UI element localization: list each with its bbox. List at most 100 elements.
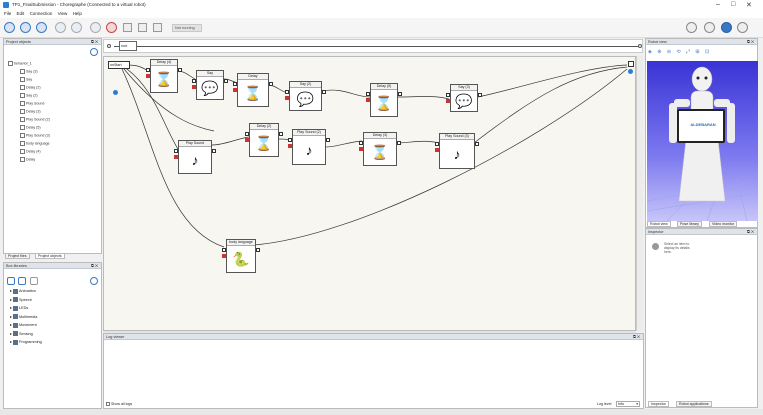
input-port[interactable]: [245, 132, 249, 136]
stop-port[interactable]: [285, 96, 289, 100]
output-port[interactable]: [212, 149, 216, 153]
menu-view[interactable]: View: [57, 11, 68, 16]
breadcrumb-root[interactable]: root: [119, 41, 137, 51]
expand-icon[interactable]: ▸: [10, 323, 13, 327]
tree-item-box[interactable]: Say (2): [20, 93, 38, 98]
menu-connection[interactable]: Connection: [29, 11, 53, 16]
input-port[interactable]: [366, 92, 370, 96]
show-all-logs-checkbox[interactable]: Show all logs: [106, 402, 132, 407]
tree-item-box[interactable]: Delay: [20, 157, 35, 162]
library-item[interactable]: ▸ LEDs: [10, 305, 28, 311]
output-port[interactable]: [256, 248, 260, 252]
input-port[interactable]: [192, 79, 196, 83]
canvas-scrollbar[interactable]: [103, 331, 636, 333]
tree-item-box[interactable]: Play Sound (3): [20, 133, 50, 138]
undo-icon[interactable]: [55, 22, 66, 33]
stop-port[interactable]: [222, 254, 226, 258]
panel-close-icon[interactable]: ⧉ ✕: [90, 263, 98, 268]
redo-icon[interactable]: [71, 22, 82, 33]
output-port[interactable]: [224, 79, 228, 83]
box-say2[interactable]: Say (2)💬: [285, 81, 326, 111]
log-output[interactable]: [104, 341, 643, 401]
tab-inspector[interactable]: Inspector: [648, 401, 669, 407]
output-port[interactable]: [478, 93, 482, 97]
library-item[interactable]: ▸ Speech: [10, 297, 32, 302]
connect-icon[interactable]: [90, 22, 101, 33]
output-port[interactable]: [279, 132, 283, 136]
library-item[interactable]: ▸ Programming: [10, 339, 42, 345]
input-port[interactable]: [285, 90, 289, 94]
tab-project-objects[interactable]: Project objects: [35, 253, 65, 259]
stop-port[interactable]: [446, 99, 450, 103]
tree-item-box[interactable]: Say (3): [20, 69, 38, 74]
new-project-icon[interactable]: [4, 22, 15, 33]
stop-port[interactable]: [174, 155, 178, 159]
add-library-icon[interactable]: [90, 277, 98, 285]
tree-item-box[interactable]: Say: [20, 77, 32, 82]
box-bodylang[interactable]: body language🐍: [222, 239, 260, 273]
library-item[interactable]: ▸ Multimedia: [10, 314, 37, 319]
menu-edit[interactable]: Edit: [16, 11, 25, 16]
stop-port[interactable]: [435, 148, 439, 152]
debug-icon[interactable]: [153, 23, 162, 32]
output-port[interactable]: [322, 90, 326, 94]
stop-port[interactable]: [146, 74, 150, 78]
library-item[interactable]: ▸ Movement: [10, 322, 37, 328]
canvas-vertical-scrollbar[interactable]: [636, 56, 643, 331]
panel-close-icon[interactable]: ⧉ ✕: [90, 39, 98, 44]
expand-icon[interactable]: ▸: [10, 340, 13, 344]
stop-port[interactable]: [288, 144, 292, 148]
panel-close-icon[interactable]: ⧉ ✕: [632, 334, 640, 339]
close-button[interactable]: ✕: [746, 2, 752, 9]
expand-icon[interactable]: ▸: [10, 289, 13, 293]
box-playsound2[interactable]: Play Sound (2)♪: [288, 129, 330, 165]
library-item[interactable]: ▸ Sensing: [10, 331, 33, 336]
input-port[interactable]: [222, 248, 226, 252]
add-object-icon[interactable]: [90, 48, 98, 56]
box-delay4[interactable]: Delay (4)⌛: [146, 59, 182, 93]
robot-3d-view[interactable]: ALDEBARAN: [647, 61, 758, 221]
maximize-button[interactable]: □: [731, 1, 736, 8]
input-port[interactable]: [174, 149, 178, 153]
animation-mode-icon[interactable]: [737, 22, 748, 33]
input-port[interactable]: [288, 138, 292, 142]
autonomous-life-icon[interactable]: [721, 22, 732, 33]
tree-item-box[interactable]: Delay (3): [20, 109, 41, 114]
menu-file[interactable]: File: [4, 11, 12, 16]
input-port[interactable]: [146, 68, 150, 72]
add-output-icon[interactable]: [628, 69, 633, 74]
box-say[interactable]: Say💬: [192, 70, 228, 100]
output-port[interactable]: [475, 142, 479, 146]
stop-port[interactable]: [245, 138, 249, 142]
box-delay[interactable]: Delay⌛: [233, 73, 273, 107]
open-project-icon[interactable]: [20, 22, 31, 33]
input-port[interactable]: [446, 93, 450, 97]
tree-item-box[interactable]: Delay (4): [20, 149, 41, 154]
new-library-icon[interactable]: [7, 277, 15, 285]
tree-item-box[interactable]: Delay (5): [20, 125, 41, 130]
volume-icon[interactable]: [686, 22, 697, 33]
stop-port[interactable]: [233, 88, 237, 92]
output-port[interactable]: [398, 92, 402, 96]
save-project-icon[interactable]: [36, 22, 47, 33]
output-port[interactable]: [628, 61, 634, 67]
box-delay3[interactable]: Delay (3)⌛: [359, 132, 401, 166]
log-level-select[interactable]: Info▾: [616, 401, 640, 407]
output-port[interactable]: [397, 141, 401, 145]
output-port[interactable]: [178, 68, 182, 72]
tree-item-box[interactable]: Play Sound (2): [20, 117, 50, 122]
expand-icon[interactable]: ▸: [10, 297, 13, 302]
add-input-icon[interactable]: [113, 90, 118, 95]
tree-item-box[interactable]: body language: [20, 141, 50, 146]
box-delay5[interactable]: Delay (5)⌛: [366, 83, 402, 117]
robot-view-tools[interactable]: ◈ ⊕ ⊖ ⟲ ⤢ ⊞ ⊡: [648, 49, 712, 55]
library-options-icon[interactable]: [30, 277, 38, 285]
box-playsound3[interactable]: Play Sound (3)♪: [435, 133, 479, 169]
menu-help[interactable]: Help: [72, 11, 82, 16]
open-library-icon[interactable]: [18, 277, 26, 285]
tab-video-monitor[interactable]: Video monitor: [709, 221, 738, 227]
expand-icon[interactable]: ▸: [10, 314, 13, 319]
expand-icon[interactable]: ▸: [10, 331, 13, 336]
box-say3[interactable]: Say (3)💬: [446, 84, 482, 112]
tree-item-box[interactable]: Delay (2): [20, 85, 41, 90]
